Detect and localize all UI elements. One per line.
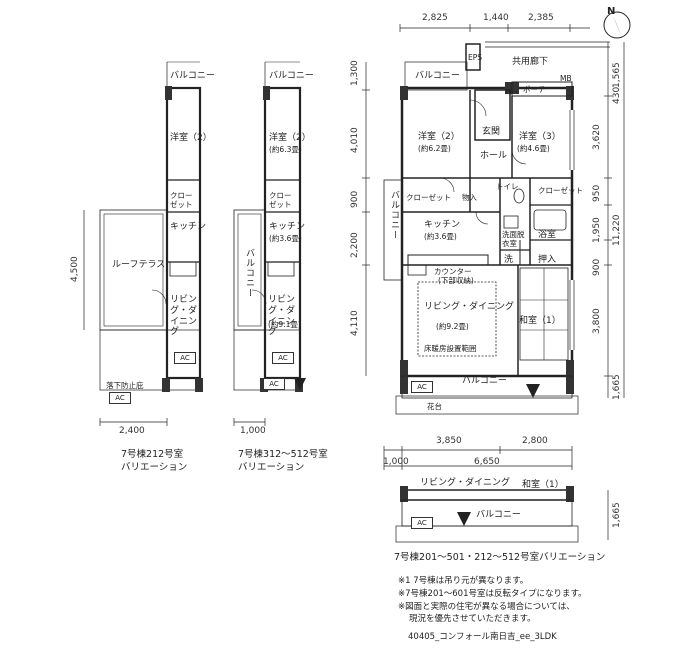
note-1: ※1 7号棟は吊り元が異なります。 xyxy=(398,576,529,586)
v212-dim-height: 4,500 xyxy=(70,256,80,282)
v212-western2: 洋室（2） xyxy=(170,133,212,143)
kitchen-label: キッチン xyxy=(424,220,461,230)
storage-label: 物入 xyxy=(462,193,477,202)
v312-balcony: バルコニー xyxy=(269,71,314,81)
porch-label: ポーチ xyxy=(523,85,546,94)
living-label: リビング・ダイニング xyxy=(424,302,515,312)
v212-living: リビング・ダイニング xyxy=(170,295,198,338)
toilet-label: トイレ xyxy=(496,182,519,191)
dim-left-5: 4,110 xyxy=(350,310,360,336)
counter-label: カウンター xyxy=(434,267,472,276)
v312-living-size: (約9.1畳) xyxy=(268,320,301,329)
variant-212-plan xyxy=(83,61,203,426)
dim-right-4: 950 xyxy=(592,184,602,202)
dim-bottom-left: 1,000 xyxy=(383,457,409,467)
stand-label: 花台 xyxy=(427,402,442,411)
dim-right-8: 1,665 xyxy=(612,374,622,400)
dim-left-3: 900 xyxy=(350,190,360,208)
dim-bottom-2: 2,800 xyxy=(522,436,548,446)
v312-ac-2: AC xyxy=(263,378,285,390)
v312-balcony-side: バルコニー xyxy=(244,248,254,298)
v212-dim-width: 2,400 xyxy=(119,426,145,436)
dim-right-1: 1,565 xyxy=(612,62,622,88)
dim-left-4: 2,200 xyxy=(350,232,360,258)
living-size: (約9.2畳) xyxy=(436,322,469,331)
note-4: 現況を優先させていただきます。 xyxy=(409,614,536,624)
compass-n: N xyxy=(607,6,616,17)
small-dim-right: 1,665 xyxy=(612,502,622,528)
dim-right-5: 1,950 xyxy=(592,217,602,243)
closet3-label: 押入 xyxy=(538,255,557,265)
v312-kitchen-size: (約3.6畳) xyxy=(269,234,302,243)
v312-closet: クローゼット xyxy=(269,191,292,209)
dim-top-1: 2,825 xyxy=(422,13,448,23)
hall-label: ホール xyxy=(480,151,508,161)
note-3: ※図面と実際の住宅が異なる場合については、 xyxy=(398,602,575,612)
dim-top-2: 1,440 xyxy=(483,13,509,23)
small-variant-plan xyxy=(395,486,609,543)
v212-ac-1: AC xyxy=(174,352,196,364)
v312-dim-width: 1,000 xyxy=(240,426,266,436)
dim-left-2: 4,010 xyxy=(350,127,360,153)
v312-living: リビング・ダイニング xyxy=(268,295,296,338)
dim-right-6: 900 xyxy=(592,258,602,276)
dim-right-3: 3,620 xyxy=(592,124,602,150)
v312-caption-1: 7号棟312～512号室 xyxy=(238,449,328,460)
western2-size: (約6.2畳) xyxy=(418,144,451,153)
bath-label: 浴室 xyxy=(538,230,557,240)
v312-western2-size: (約6.3畳) xyxy=(269,145,302,154)
closet-label: クローゼット xyxy=(406,193,451,202)
dim-top-3: 2,385 xyxy=(528,13,554,23)
counter-sub: (下部収納) xyxy=(438,276,474,285)
dim-left-1: 1,300 xyxy=(350,60,360,86)
wash-label: 洗 xyxy=(504,255,514,265)
v212-ac-2: AC xyxy=(109,392,131,404)
corridor-label: 共用廊下 xyxy=(512,57,549,67)
v212-kitchen: キッチン xyxy=(170,222,207,232)
variant-312-plan xyxy=(233,61,306,426)
japanese-label: 和室（1） xyxy=(519,316,561,326)
entrance-label: 玄関 xyxy=(482,127,501,137)
v312-western2: 洋室（2） xyxy=(269,133,311,143)
eps-label: EPS xyxy=(468,53,483,62)
footer-label: 40405_コンフォール南日吉_ee_3LDK xyxy=(408,632,557,642)
mb-label: MB xyxy=(560,74,572,83)
small-caption: 7号棟201～501・212～512号室バリエーション xyxy=(394,552,606,563)
v212-balcony: バルコニー xyxy=(170,71,215,81)
dim-bottom-total: 6,650 xyxy=(474,457,500,467)
v212-caption-2: バリエーション xyxy=(121,462,188,473)
v212-caption-1: 7号棟212号室 xyxy=(121,449,184,460)
floor-heating-label: 床暖房設置範囲 xyxy=(424,344,477,353)
ac-main: AC xyxy=(411,381,433,393)
note-2: ※7号棟201～601号室は反転タイプになります。 xyxy=(398,589,587,599)
balcony-top-label: バルコニー xyxy=(415,71,460,81)
small-living: リビング・ダイニング xyxy=(420,478,511,488)
v212-closet: クローゼット xyxy=(170,191,193,209)
balcony-bottom-label: バルコニー xyxy=(462,376,507,386)
main-floor-plan xyxy=(362,24,625,470)
v312-caption-2: バリエーション xyxy=(238,462,305,473)
v312-kitchen: キッチン xyxy=(269,222,306,232)
western3-size: (約4.6畳) xyxy=(517,144,550,153)
v212-roof-terrace: ルーフテラス xyxy=(112,260,166,270)
north-compass xyxy=(603,11,631,39)
washroom-label: 洗面脱衣室 xyxy=(502,230,525,248)
kitchen-size: (約3.6畳) xyxy=(424,232,457,241)
dim-bottom-1: 3,850 xyxy=(436,436,462,446)
dim-right-total: 11,220 xyxy=(612,214,622,247)
small-ac: AC xyxy=(411,517,433,529)
small-japanese: 和室（1） xyxy=(522,480,564,490)
dim-right-7: 3,800 xyxy=(592,308,602,334)
western3-label: 洋室（3） xyxy=(519,132,561,142)
western2-label: 洋室（2） xyxy=(418,132,460,142)
v312-ac-1: AC xyxy=(272,352,294,364)
small-balcony: バルコニー xyxy=(476,510,521,520)
dim-right-2: 430 xyxy=(612,86,622,104)
balcony-side-label: バルコニー xyxy=(389,190,399,240)
closet2-label: クローゼット xyxy=(538,186,583,195)
v212-fall-guard: 落下防止庇 xyxy=(106,381,144,390)
